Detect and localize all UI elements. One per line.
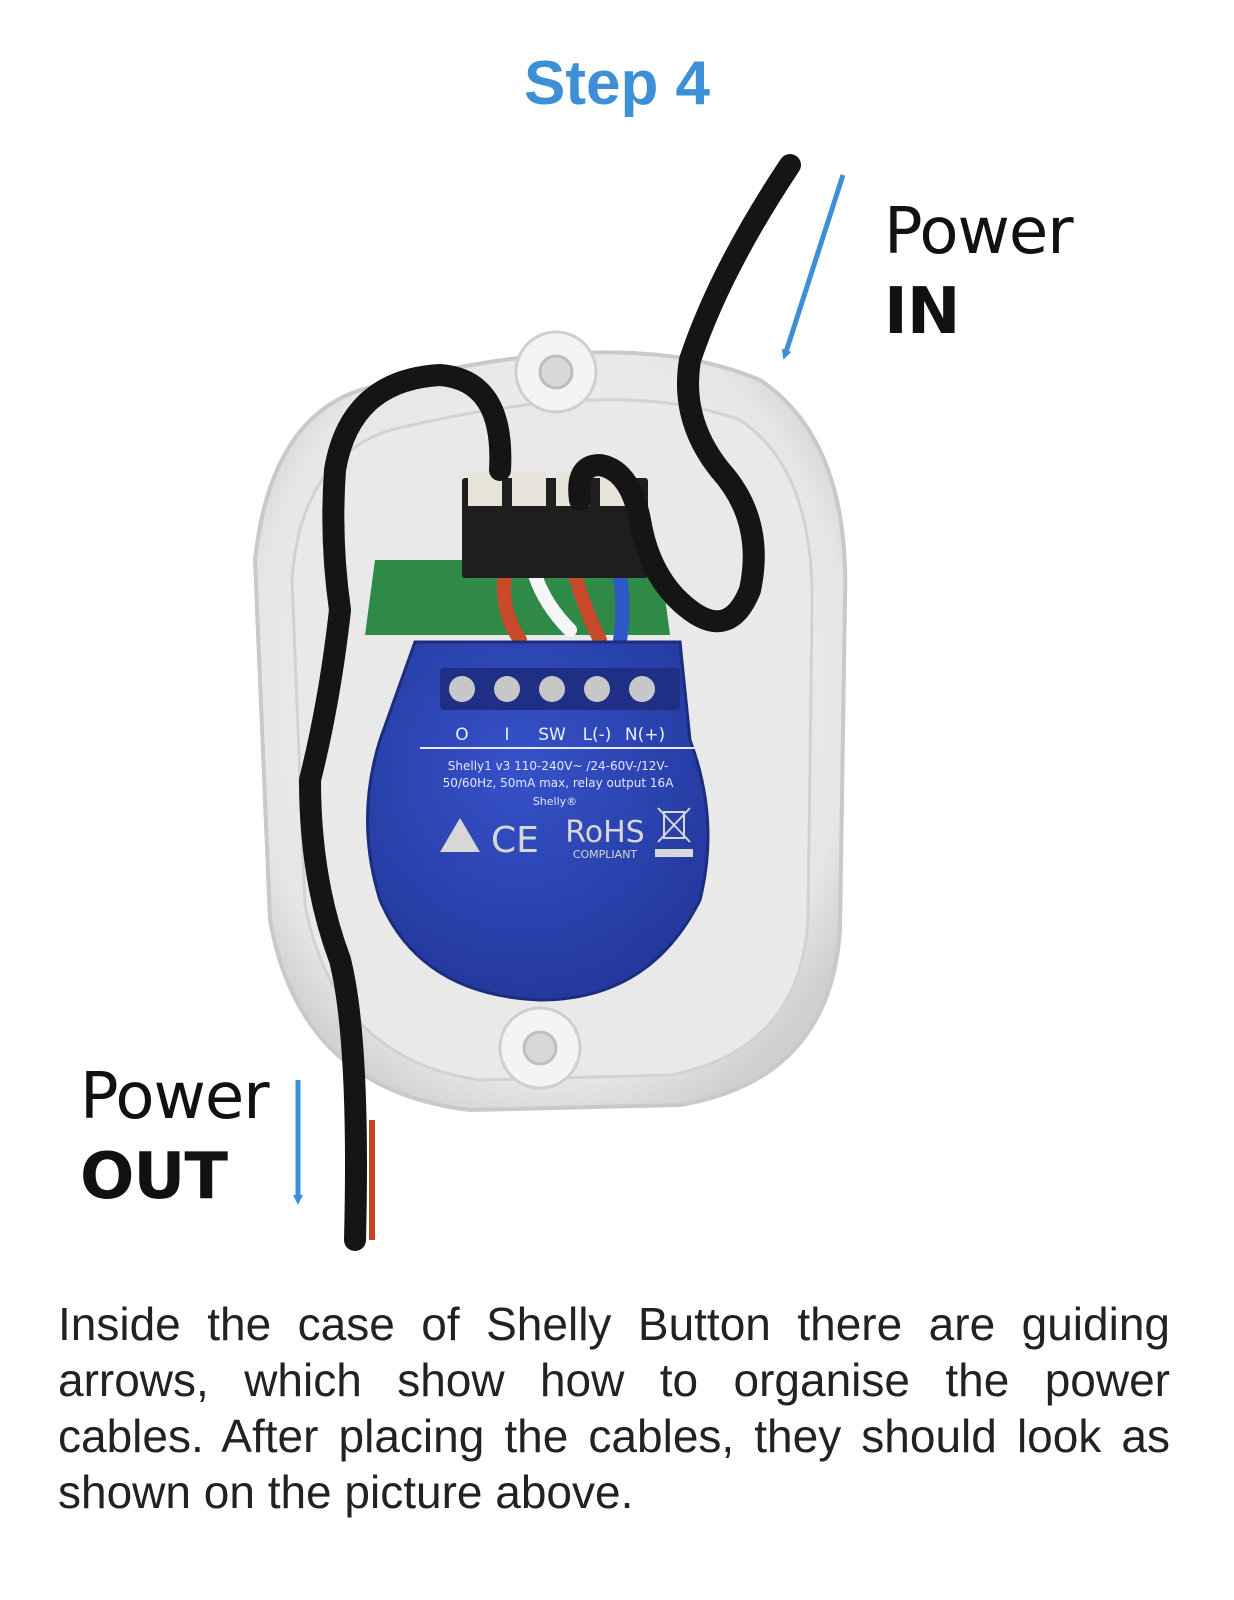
module-brand: Shelly®: [533, 795, 577, 808]
top-screw-hole: [514, 330, 598, 414]
step-title: Step 4: [523, 49, 711, 118]
shelly-module: O I SW L(-) N(+) Shelly1 v3 110-240V~ /2…: [366, 640, 710, 1002]
terminal-label-sw: SW: [538, 725, 566, 745]
instruction-caption: Inside the case of Shelly Button there a…: [58, 1298, 1170, 1518]
ce-mark: CE: [491, 820, 539, 861]
power-in-arrow: [781, 174, 846, 360]
module-spec-line2: 50/60Hz, 50mA max, relay output 16A: [443, 776, 675, 790]
internal-wires: [497, 568, 630, 647]
power-in-label-line2: IN: [884, 275, 960, 349]
power-out-label: Power OUT: [80, 1065, 269, 1209]
terminal-label-l: L(-): [583, 725, 612, 745]
power-out-label-line1: Power: [80, 1060, 269, 1134]
device-photo: O I SW L(-) N(+) Shelly1 v3 110-240V~ /2…: [252, 154, 848, 1251]
bottom-screw-hole: [498, 1006, 582, 1090]
terminal-label-i: I: [504, 725, 509, 745]
terminal-label-o: O: [455, 725, 468, 745]
weee-bin-icon: [655, 807, 693, 857]
warning-icon: [440, 818, 480, 852]
terminal-label-n: N(+): [625, 725, 665, 745]
rohs-mark: RoHS: [565, 815, 644, 850]
power-cable: [299, 154, 801, 1251]
module-spec-line1: Shelly1 v3 110-240V~ /24-60V-/12V-: [448, 759, 669, 773]
power-out-label-line2: OUT: [80, 1140, 228, 1214]
power-in-label: Power IN: [884, 200, 1073, 344]
power-in-label-line1: Power: [884, 195, 1073, 269]
rohs-compliant: COMPLIANT: [573, 848, 638, 861]
